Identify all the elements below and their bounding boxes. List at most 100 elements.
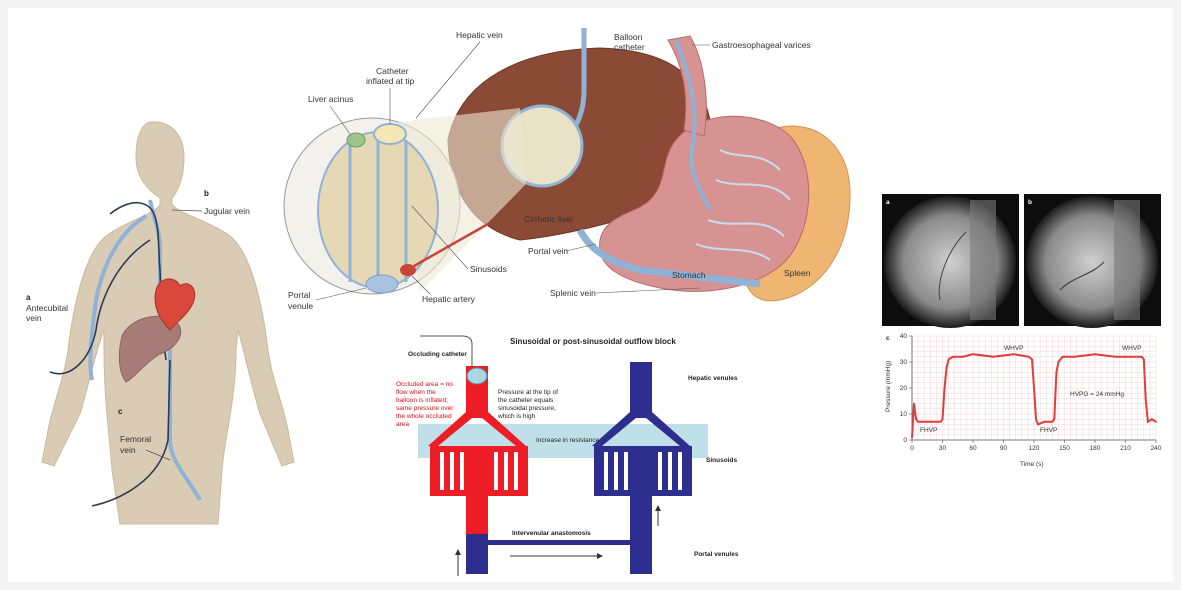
antecubital-label-1: Antecubital	[26, 303, 68, 313]
pressure-point	[972, 353, 974, 355]
pressure-point	[1043, 421, 1045, 423]
stomach-label: Stomach	[672, 270, 706, 280]
intervenular-label: Intervenular anastomosis	[512, 530, 591, 537]
pressure-point	[1053, 418, 1055, 420]
hvpg-label: HVPG = 24 mmHg	[1070, 391, 1124, 398]
x-tick-label: 180	[1090, 445, 1101, 452]
occluded-note-3: balloon is inflated;	[396, 397, 448, 404]
flow-arrow-left-head	[455, 549, 461, 555]
y-tick-label: 10	[900, 411, 908, 418]
navy-sinusoid-block	[594, 446, 692, 496]
pressure-point	[1114, 356, 1116, 358]
fhvp-label-1: FHVP	[920, 427, 937, 434]
body-letter-c: c	[118, 407, 123, 416]
block-title: Sinusoidal or post-sinusoidal outflow bl…	[510, 337, 676, 346]
hepatic-artery-node	[400, 264, 416, 276]
navy-trunk-bottom	[630, 496, 652, 574]
pressure-point	[942, 418, 944, 420]
pressure-note-3: sinusoidal pressure,	[498, 405, 556, 412]
pressure-point	[1074, 356, 1076, 358]
pressure-point	[1151, 418, 1153, 420]
flow-arrow-mid-head	[597, 553, 603, 559]
occluded-note-1: Occluded area = no	[396, 381, 453, 388]
chart-xlabel: Time (s)	[1020, 461, 1044, 468]
varices-label: Gastroesophageal varices	[712, 40, 811, 50]
pressure-point	[1147, 421, 1149, 423]
occluded-note-2: flow when the	[396, 389, 436, 396]
body-panel: a Antecubital vein b Jugular vein c Femo…	[26, 122, 294, 524]
pressure-point	[1141, 356, 1143, 358]
pressure-point	[1013, 353, 1015, 355]
fluoro-spine-b	[1114, 200, 1140, 320]
pressure-point	[1155, 421, 1157, 423]
jugular-label: Jugular vein	[204, 206, 250, 216]
block-sinusoids-label: Sinusoids	[706, 457, 737, 464]
antecubital-label-2: vein	[26, 313, 42, 323]
red-trunk-bottom	[466, 496, 488, 534]
occluded-note-4: same pressure over	[396, 405, 454, 412]
chart-letter: c	[886, 335, 890, 342]
portal-venules-label: Portal venules	[694, 551, 739, 558]
pressure-point	[962, 356, 964, 358]
catheter-inflated-label-1: Catheter	[376, 66, 409, 76]
portal-trunk-left	[466, 534, 488, 574]
portal-venule-label-2: venule	[288, 301, 313, 311]
femoral-label-1: Femoral	[120, 434, 151, 444]
pressure-point	[913, 403, 915, 405]
fluoro-letter-a: a	[886, 199, 890, 206]
liver-sinusoids-label: Sinusoids	[470, 264, 507, 274]
y-tick-label: 0	[903, 437, 907, 444]
flow-arrow-right-head	[655, 505, 661, 511]
body-letter-b: b	[204, 189, 209, 198]
pressure-point	[1062, 356, 1064, 358]
fluoro-letter-b: b	[1028, 199, 1032, 206]
y-tick-label: 40	[900, 333, 908, 340]
pressure-point	[1037, 424, 1039, 426]
pressure-point	[1143, 359, 1145, 361]
pressure-point	[911, 437, 913, 439]
whvp-label-2: WHVP	[1122, 345, 1142, 352]
body-letter-a: a	[26, 293, 31, 302]
pressure-note-2: the catheter equals	[498, 397, 554, 404]
liver-panel: Hepatic vein Balloon catheter Gastroesop…	[284, 28, 850, 311]
acinus-node	[347, 133, 365, 147]
navy-trunk-top	[630, 362, 652, 414]
portal-venule-label-1: Portal	[288, 290, 310, 300]
x-tick-label: 150	[1059, 445, 1070, 452]
pressure-point	[931, 421, 933, 423]
occluding-balloon	[467, 368, 487, 384]
fluoro-spine-a	[970, 200, 996, 320]
portal-venule-node	[366, 275, 398, 293]
catheter-balloon	[374, 124, 406, 144]
pressure-point	[1145, 400, 1147, 402]
pressure-point	[1055, 372, 1057, 374]
balloon-catheter-label-1: Balloon	[614, 32, 643, 42]
pressure-point	[1028, 356, 1030, 358]
pressure-note-1: Pressure at the tip of	[498, 389, 558, 396]
pressure-point	[944, 387, 946, 389]
chart-ylabel: Pressure (mmHg)	[885, 361, 892, 412]
pressure-point	[1094, 353, 1096, 355]
fluoro-panel: a b	[882, 194, 1161, 328]
block-panel: Sinusoidal or post-sinusoidal outflow bl…	[396, 336, 739, 576]
fluoro-field-a	[884, 196, 1016, 328]
x-tick-label: 60	[969, 445, 977, 452]
splenic-vein-label: Splenic vein	[550, 288, 596, 298]
pressure-point	[946, 366, 948, 368]
pressure-point	[1058, 361, 1060, 363]
pressure-point	[992, 356, 994, 358]
y-tick-label: 30	[900, 359, 908, 366]
pressure-point	[952, 356, 954, 358]
whvp-label-1: WHVP	[1004, 345, 1024, 352]
occluding-catheter-label: Occluding catheter	[408, 351, 467, 358]
portal-venule-leader	[316, 288, 366, 300]
pressure-chart: c 0306090120150180210240010203040 Pressu…	[882, 330, 1162, 468]
hepatic-artery-label: Hepatic artery	[422, 294, 476, 304]
cirrhotic-liver-label: Cirrhotic liver	[524, 214, 574, 224]
pressure-point	[1033, 387, 1035, 389]
liver-acinus-label: Liver acinus	[308, 94, 353, 104]
pressure-point	[1035, 418, 1037, 420]
red-sinusoid-block	[430, 446, 528, 496]
pressure-point	[940, 421, 942, 423]
